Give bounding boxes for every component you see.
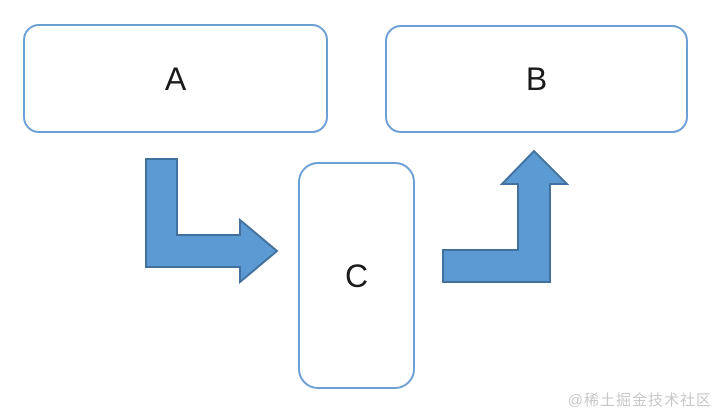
node-a: A (23, 24, 328, 133)
node-b-label: B (525, 61, 548, 97)
elbow-arrow-c-to-b (442, 149, 570, 283)
watermark-text: @稀土掘金技术社区 (567, 392, 712, 409)
node-c: C (298, 162, 415, 389)
node-b: B (385, 25, 688, 133)
elbow-arrow-a-to-c (145, 158, 279, 285)
node-a-label: A (164, 60, 187, 97)
node-c-label: C (344, 257, 369, 294)
